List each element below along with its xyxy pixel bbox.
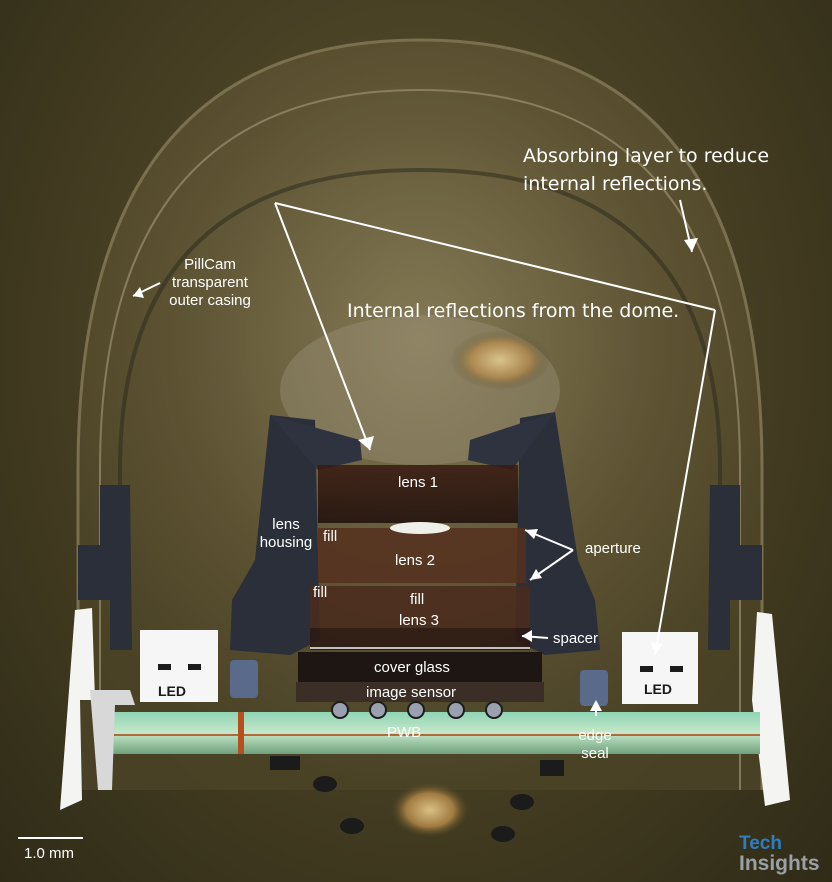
spacer-label: spacer — [553, 630, 599, 647]
led-left-eye-1 — [158, 664, 171, 670]
lens-3-block — [310, 628, 530, 650]
underside-glow — [390, 782, 470, 838]
scale-bar-label: 1.0 mm — [24, 845, 75, 862]
edge-seal-label-line1: edge — [578, 727, 612, 744]
pwb-label: PWB — [387, 724, 422, 741]
led-right-eye-1 — [640, 666, 653, 672]
lens-housing-top-right — [468, 412, 555, 470]
aperture-label: aperture — [585, 540, 641, 557]
left-retainer — [78, 485, 132, 650]
left-bracket — [90, 690, 135, 790]
annotation-lines — [18, 199, 716, 839]
reflection-hotspot — [450, 330, 550, 390]
edge-seal-left — [230, 660, 258, 698]
pillcam-casing-label-line1: PillCam — [184, 256, 236, 273]
cover-glass — [298, 652, 542, 682]
logo-line1: Tech — [739, 833, 782, 854]
image-sensor-label: image sensor — [366, 684, 457, 701]
fill-upper-label: fill — [323, 528, 338, 545]
lens-housing-label-line1: lens — [272, 516, 300, 533]
pillcam-casing-label: PillCam transparent outer casing — [160, 256, 260, 310]
led-right-eye-2 — [670, 666, 683, 672]
absorbing-layer-label-line2: internal reflections. — [523, 173, 708, 195]
casing-inner-wall — [99, 88, 741, 790]
lens-housing-label: lens housing — [258, 516, 314, 552]
aperture-lens-top — [390, 522, 450, 534]
lens-housing-top-left — [270, 415, 362, 470]
solder-balls — [331, 701, 503, 719]
right-retainer — [708, 485, 762, 650]
internal-reflections-label: Internal reflections from the dome. — [347, 300, 680, 322]
edge-seal-right — [580, 670, 608, 706]
right-white-wall — [752, 612, 790, 806]
lens-housing-right — [515, 412, 600, 655]
pillcam-casing-label-line3: outer casing — [169, 292, 251, 309]
edge-seal-label-line2: seal — [581, 745, 609, 762]
pillcam-casing-label-line2: transparent — [172, 274, 248, 291]
fill-layer-block — [310, 586, 530, 628]
lens-1-label: lens 1 — [398, 474, 439, 491]
fill-lower-center-label: fill — [410, 591, 425, 608]
image-sensor — [296, 682, 544, 702]
led-left-body — [140, 630, 218, 702]
led-right-label: LED — [644, 681, 672, 697]
cover-glass-label: cover glass — [374, 659, 450, 676]
lens-housing-label-line2: housing — [259, 534, 313, 551]
edge-seal-label: edge seal — [570, 727, 620, 763]
led-left-label: LED — [158, 683, 186, 699]
lens-2-block — [318, 528, 526, 583]
pwb-via — [238, 712, 244, 754]
techinsights-logo: Tech Insights — [739, 833, 820, 875]
absorbing-layer — [118, 167, 722, 560]
pwb-board — [110, 712, 760, 754]
underside-components — [270, 756, 564, 842]
lens-housing-left — [230, 415, 320, 655]
absorbing-layer-label: Absorbing layer to reduce internal refle… — [523, 142, 769, 198]
fill-lower-left-label: fill — [313, 584, 328, 601]
left-white-wall — [60, 608, 95, 810]
absorbing-layer-label-line1: Absorbing layer to reduce — [523, 145, 770, 167]
logo-line2: Insights — [739, 852, 820, 875]
annotation-arrowheads — [133, 238, 698, 711]
led-left-eye-2 — [188, 664, 201, 670]
lens-1-block — [318, 465, 518, 523]
lens-2-label: lens 2 — [395, 552, 436, 569]
lens-3-label: lens 3 — [399, 612, 440, 629]
